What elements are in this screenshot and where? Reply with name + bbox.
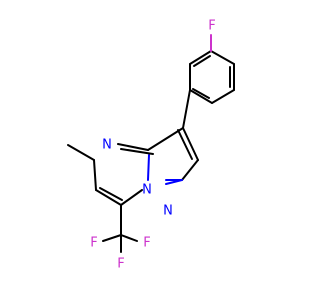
bond <box>189 50 212 65</box>
atom-label-fluorine: F <box>208 19 215 34</box>
bond <box>181 159 199 181</box>
bond <box>99 187 123 201</box>
atom-label-nitrogen: N <box>142 183 152 198</box>
bond <box>192 88 210 99</box>
bond <box>211 89 235 104</box>
atom-label-fluorine: F <box>90 236 97 251</box>
bond <box>93 159 97 191</box>
bond <box>120 189 143 206</box>
bond <box>120 148 154 155</box>
bond <box>165 179 183 185</box>
bond <box>117 143 149 151</box>
atom-label-fluorine: F <box>117 257 124 272</box>
bond <box>147 127 184 151</box>
atom-labels: F N N N F F F <box>90 19 215 272</box>
molecule-structure: F N N N F F F <box>67 19 235 272</box>
atom-label-fluorine: F <box>143 236 150 251</box>
bond <box>193 55 211 67</box>
bond <box>177 129 193 160</box>
bond <box>95 189 122 206</box>
atom-label-nitrogen: N <box>102 138 112 153</box>
trifluoromethyl-group <box>102 234 138 253</box>
bond <box>147 154 150 181</box>
bond <box>182 127 199 161</box>
bond <box>120 234 138 242</box>
atom-label-nitrogen: N <box>163 204 173 219</box>
bond <box>210 50 235 65</box>
bond <box>67 144 95 161</box>
bond <box>189 89 213 104</box>
pyrazolopyrimidine-core <box>67 89 199 236</box>
phenyl-ring <box>189 34 235 104</box>
bond <box>182 89 191 129</box>
bond <box>102 234 122 242</box>
